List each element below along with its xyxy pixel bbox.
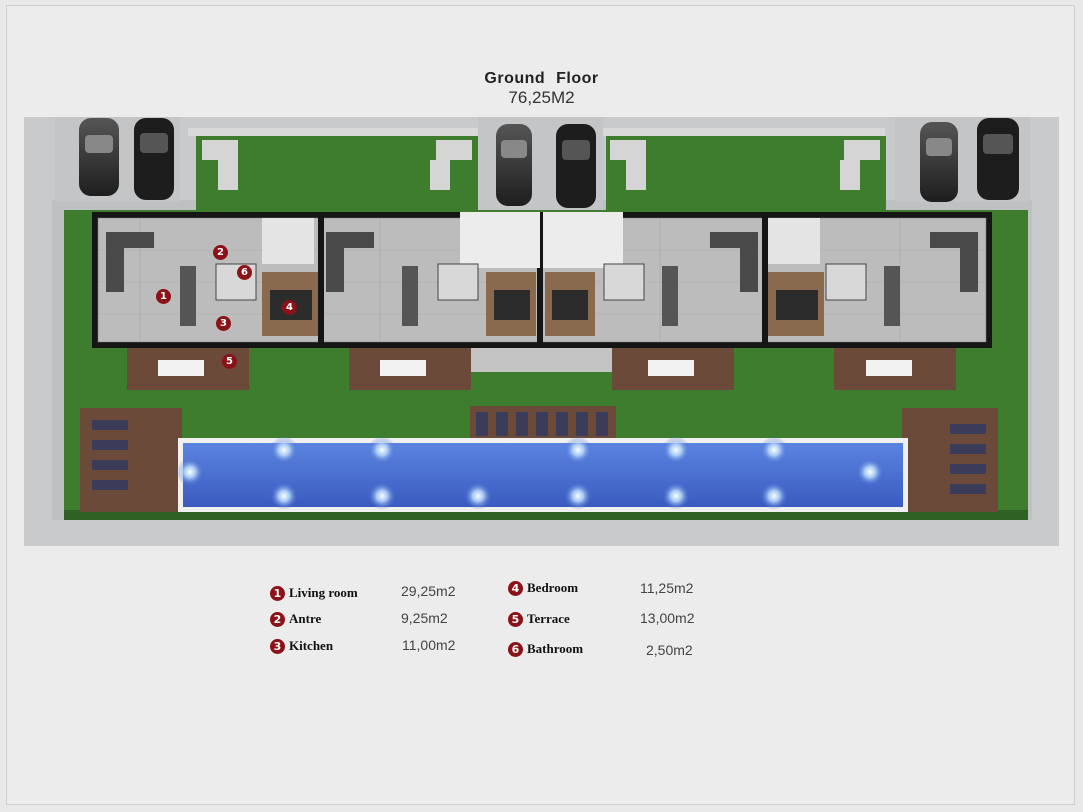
car	[977, 118, 1019, 200]
legend-number-badge: 6	[508, 641, 523, 657]
legend-label: Antre	[289, 611, 322, 626]
legend-item-terrace: 5 Terrace	[508, 611, 570, 627]
legend-item-antre: 2 Antre	[270, 611, 321, 627]
legend-label: Bathroom	[527, 641, 584, 656]
pool-decks	[80, 406, 998, 512]
car	[134, 118, 174, 200]
car	[79, 118, 119, 196]
room-marker-bedroom: 4	[282, 300, 297, 315]
legend-label: Terrace	[527, 611, 570, 626]
plan-title-block: Ground Floor 76,25M2	[0, 70, 1083, 108]
legend-item-kitchen: 3 Kitchen	[270, 638, 333, 654]
legend-number-badge: 5	[508, 611, 523, 627]
plan-total-area: 76,25M2	[508, 88, 575, 107]
parked-cars	[79, 118, 1019, 208]
building	[92, 212, 992, 348]
car	[920, 122, 958, 202]
legend-item-bedroom: 4 Bedroom	[508, 580, 578, 596]
legend-number-badge: 1	[270, 585, 285, 601]
room-marker-terrace: 5	[222, 354, 237, 369]
legend-label: Kitchen	[289, 638, 334, 653]
legend-item-living-room: 1 Living room	[270, 585, 358, 601]
car	[496, 124, 532, 206]
legend-label: Living room	[289, 585, 358, 600]
room-marker-bathroom: 6	[237, 265, 252, 280]
room-marker-kitchen: 3	[216, 316, 231, 331]
room-marker-antre: 2	[213, 245, 228, 260]
front-gardens	[188, 128, 886, 214]
legend-item-bathroom: 6 Bathroom	[508, 641, 583, 657]
swimming-pool	[176, 436, 908, 512]
legend-number-badge: 4	[508, 580, 523, 596]
terraces	[127, 348, 956, 390]
car	[556, 124, 596, 208]
legend-number-badge: 3	[270, 638, 285, 654]
pool-lights	[176, 436, 884, 510]
plan-title: Ground Floor	[484, 70, 599, 87]
room-marker-living-room: 1	[156, 289, 171, 304]
legend-number-badge: 2	[270, 611, 285, 627]
legend-label: Bedroom	[527, 580, 579, 595]
